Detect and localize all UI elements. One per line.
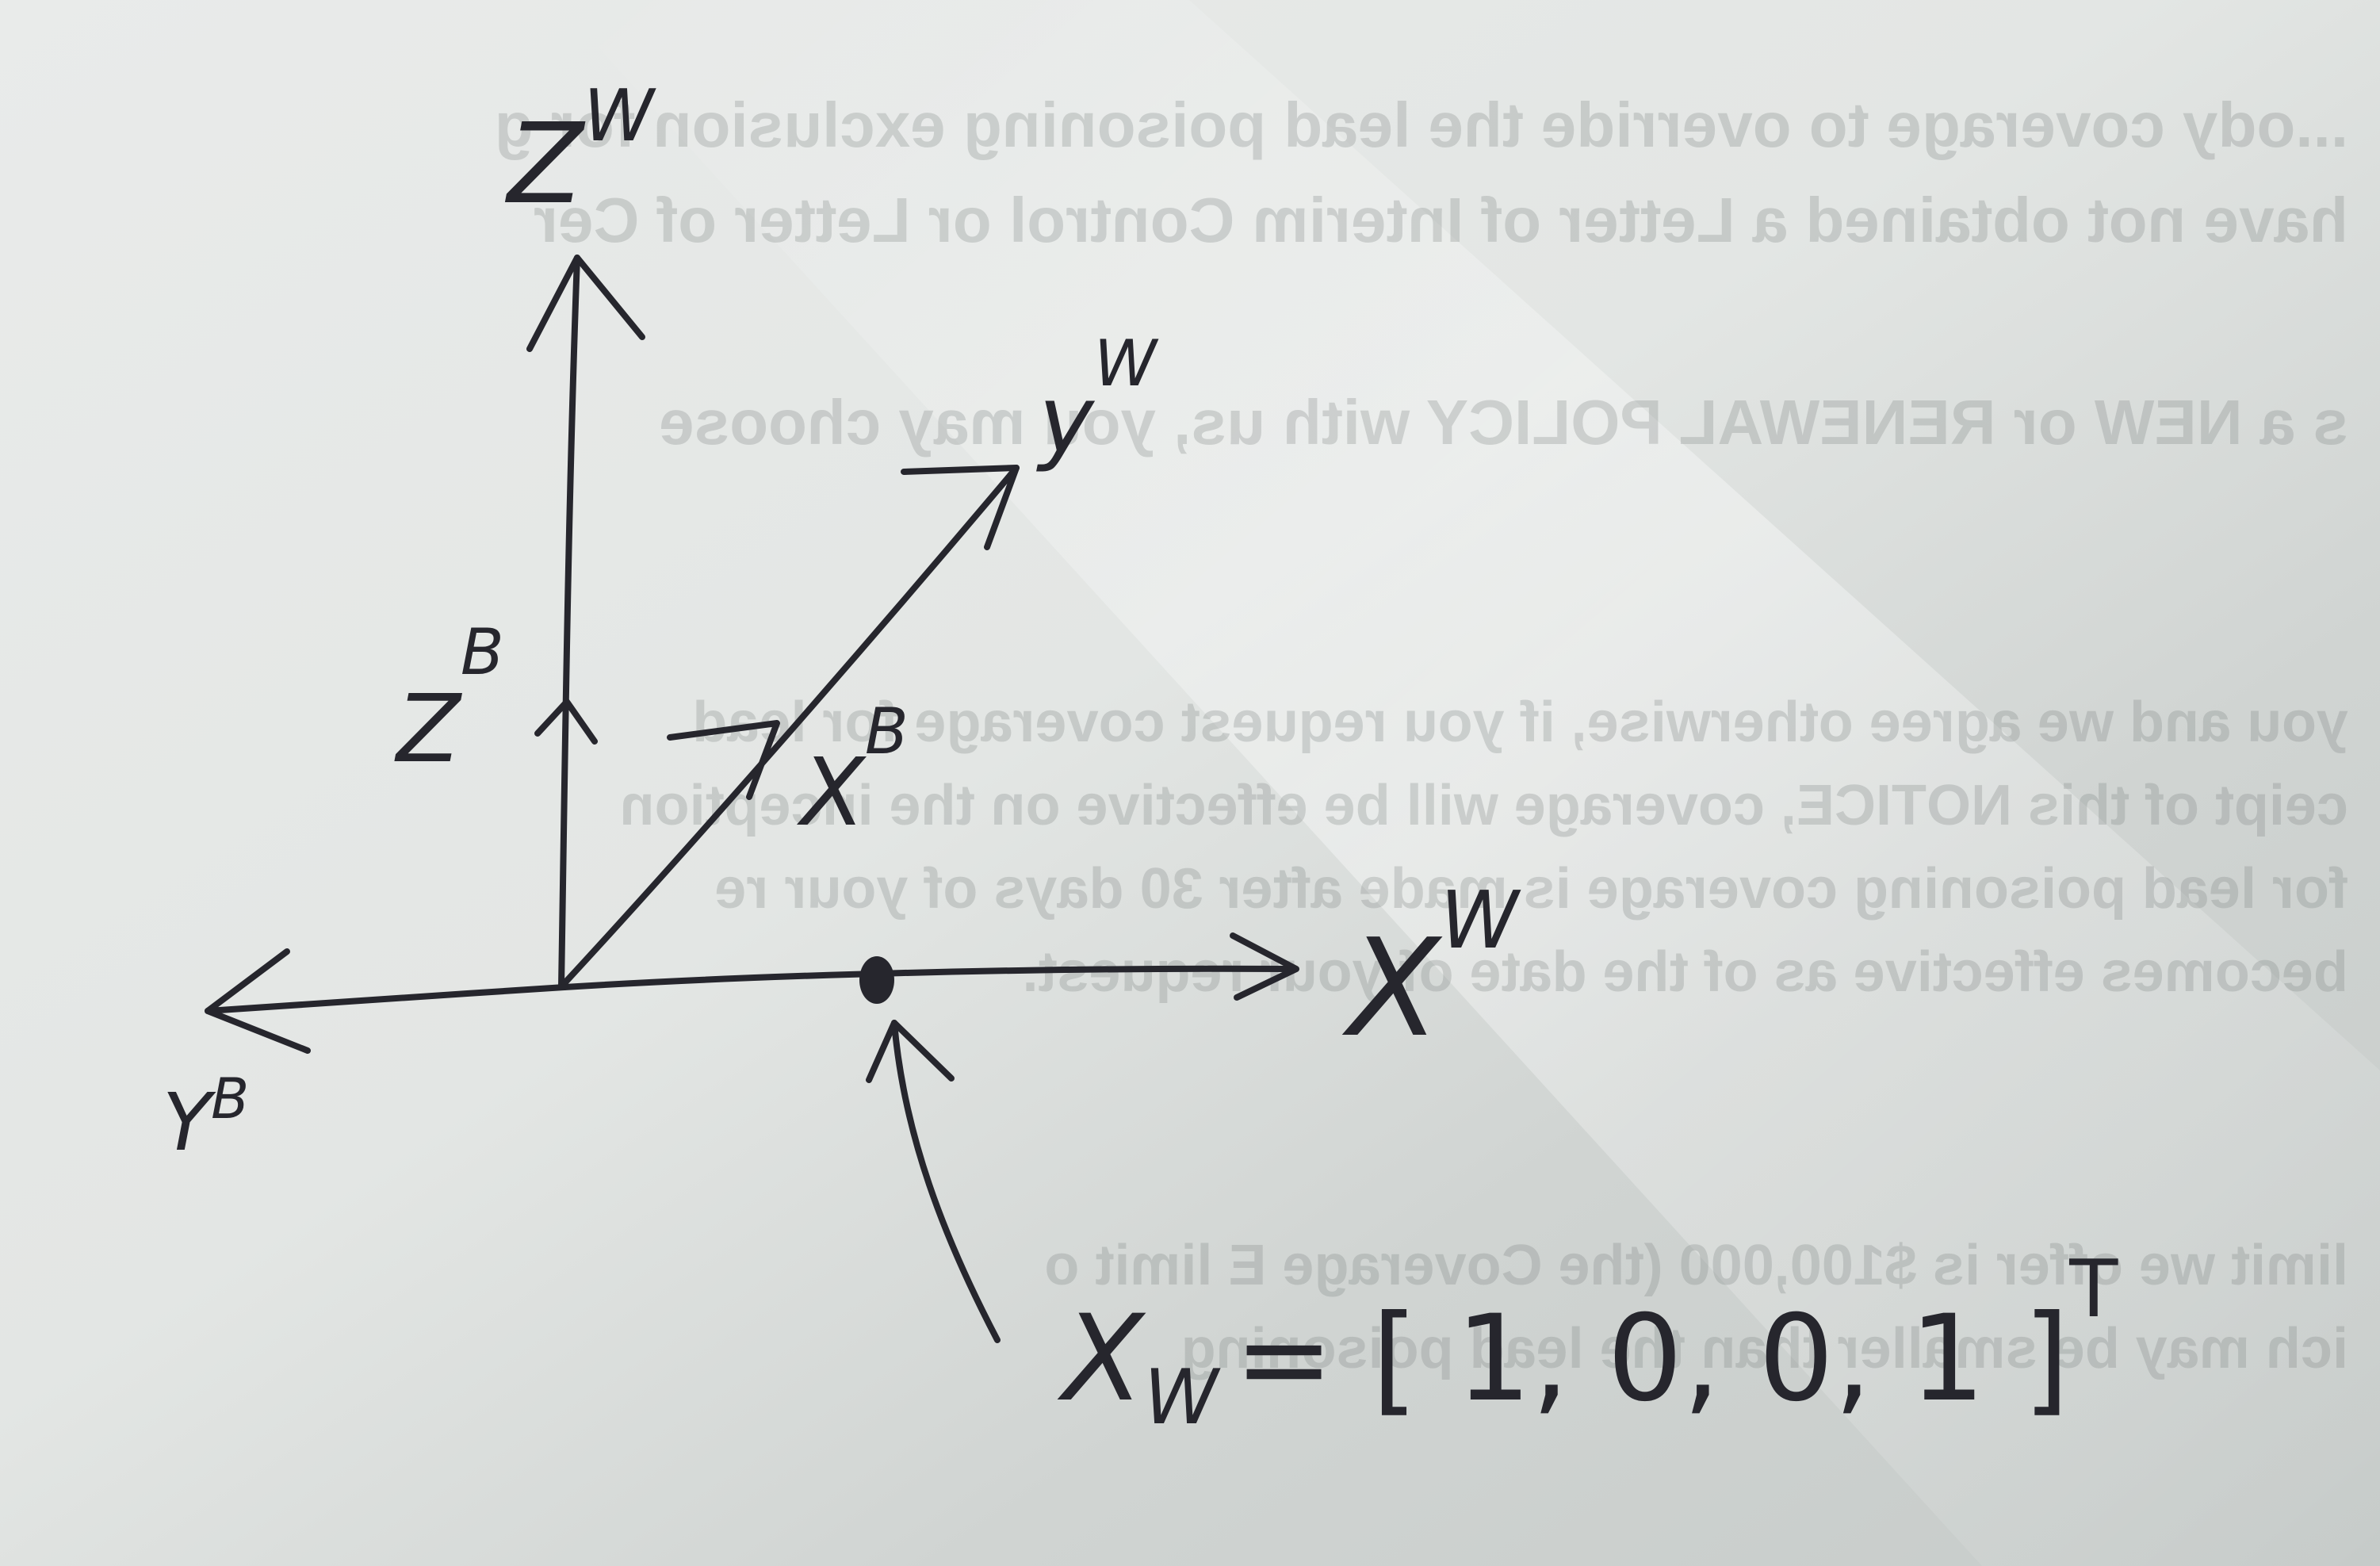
world-x-axis-line bbox=[561, 965, 1295, 990]
point-equation: XW= [ 1, 0, 0, 1 ]T bbox=[1057, 1242, 2118, 1442]
bleed-line-2: have not obtained a Letter of Interim Co… bbox=[534, 185, 2348, 255]
pointer-arrow bbox=[866, 1020, 1001, 1343]
bleed-line-1: ...ody coverage to override the lead poi… bbox=[495, 90, 2348, 160]
world-y-axis-line bbox=[561, 465, 1020, 986]
world-y-arrowhead bbox=[901, 465, 1020, 550]
body-z-label: ZB bbox=[394, 615, 504, 783]
world-y-label: yW bbox=[1036, 327, 1159, 474]
world-x-arrowhead bbox=[1230, 932, 1299, 1001]
body-x-label: XB bbox=[796, 695, 909, 847]
pointer-arrowhead bbox=[866, 1020, 955, 1083]
world-z-label: ZW bbox=[504, 75, 656, 229]
bleed-line-3: s a NEW or RENEWAL POLICY with us, you m… bbox=[659, 387, 2348, 458]
body-y-axis bbox=[205, 948, 568, 1054]
body-y-label: YB bbox=[163, 1066, 249, 1169]
light-streak bbox=[555, 0, 2380, 1566]
bleed-line-5: ceipt of this NOTICE, coverage will be e… bbox=[620, 774, 2348, 837]
body-z-arrowhead bbox=[534, 699, 598, 745]
body-y-axis-line bbox=[205, 984, 568, 1014]
body-y-arrowhead bbox=[205, 948, 311, 1054]
bleed-line-7: becomes effective as of the date of your… bbox=[1023, 940, 2349, 1004]
world-x-label: XW bbox=[1341, 874, 1521, 1067]
world-y-axis bbox=[561, 465, 1020, 986]
point-marker bbox=[859, 956, 894, 1004]
bleed-line-9: ich may be smaller than the lead poisoni… bbox=[1181, 1317, 2348, 1380]
bleed-line-8: limit we offer is $100,000 (the Coverage… bbox=[1044, 1234, 2348, 1297]
pointer-arrow-line bbox=[891, 1020, 1001, 1343]
bleed-line-6: for lead poisoning coverage is made afte… bbox=[714, 857, 2348, 921]
world-z-axis bbox=[526, 255, 645, 990]
world-x-axis bbox=[561, 932, 1299, 1001]
world-z-axis-line bbox=[558, 255, 580, 990]
bleed-line-4: you and we agree otherwise, if you reque… bbox=[692, 691, 2348, 754]
body-x-arrowhead bbox=[667, 720, 780, 800]
world-z-arrowhead bbox=[526, 255, 645, 352]
